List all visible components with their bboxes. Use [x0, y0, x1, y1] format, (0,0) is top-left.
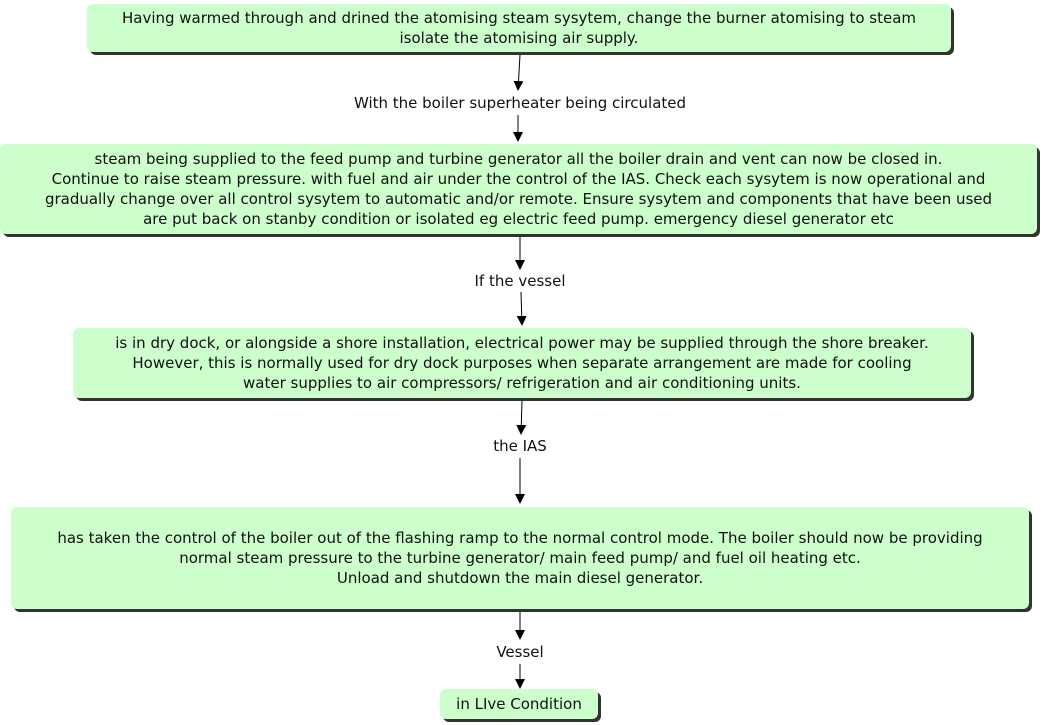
- connector-label: With the boiler superheater being circul…: [353, 94, 687, 112]
- connector-label: Vessel: [496, 643, 544, 661]
- step-box-steam-supply: steam being supplied to the feed pump an…: [0, 144, 1037, 234]
- connector-label: the IAS: [493, 437, 547, 455]
- step-box-dry-dock: is in dry dock, or alongside a shore ins…: [73, 328, 971, 398]
- step-text: steam being supplied to the feed pump an…: [44, 150, 993, 228]
- step-text: Having warmed through and drined the ato…: [121, 9, 917, 47]
- step-text: in LIve Condition: [456, 695, 582, 713]
- step-box-atomising: Having warmed through and drined the ato…: [87, 4, 951, 52]
- step-box-live-condition: in LIve Condition: [440, 689, 598, 719]
- connector-label: If the vessel: [474, 272, 566, 290]
- step-box-ias-control: has taken the control of the boiler out …: [11, 507, 1029, 609]
- arrow-3a: [516, 400, 527, 435]
- arrow-1a: [513, 54, 524, 91]
- arrow-2b: [516, 291, 527, 326]
- step-text: has taken the control of the boiler out …: [57, 529, 983, 587]
- step-text: is in dry dock, or alongside a shore ins…: [115, 334, 929, 392]
